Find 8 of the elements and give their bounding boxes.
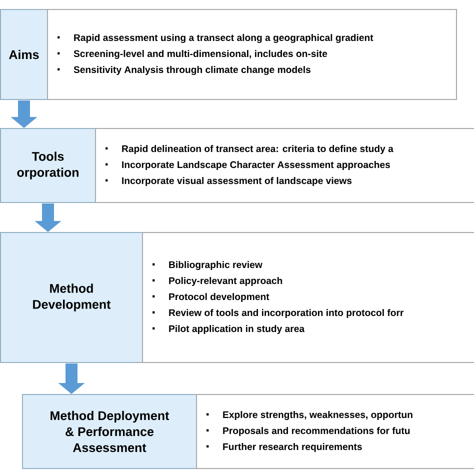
stage-box: Tools orporation xyxy=(0,128,96,203)
bullet-list-box: Rapid delineation of transect area: criteria to define study a Incorporate Landscape Character Assessment approaches Incorporate visual assessment of landscape views xyxy=(95,128,474,203)
bullet-list-box: Explore strengths, weaknesses, opportun Proposals and recommendations for futu Further research requirements xyxy=(196,394,474,469)
stage-box: Aims xyxy=(0,9,48,100)
bullet-list-box: Rapid assessment using a transect along a geographical gradient Screening-level and multi-dimensional, includes on-site Sensitivity Analysis through climate change models xyxy=(47,9,457,100)
stage-box: Method Deployment & Performance Assessment xyxy=(22,394,197,469)
bullet-list-box: Bibliographic review Policy-relevant approach Protocol development Review of tools and incorporation into protocol forr Pilot application in study area xyxy=(142,232,474,363)
stage-box: Method Development xyxy=(0,232,143,363)
